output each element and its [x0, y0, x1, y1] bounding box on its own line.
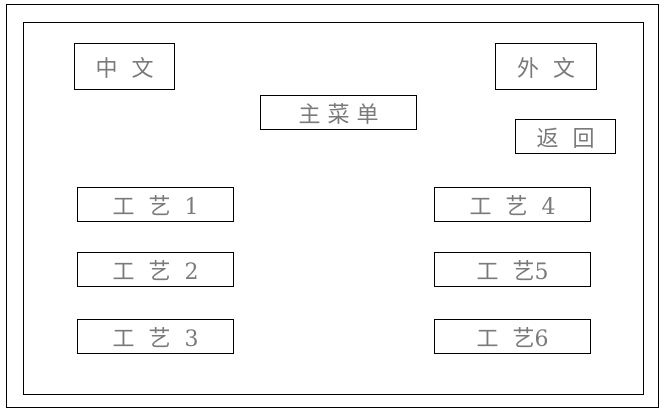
process-4-button[interactable]: 工 艺 4	[434, 187, 591, 222]
back-button[interactable]: 返 回	[515, 119, 616, 154]
foreign-language-button[interactable]: 外 文	[495, 43, 597, 90]
outer-frame	[6, 4, 659, 408]
screen-panel	[23, 22, 644, 395]
process-1-button[interactable]: 工 艺 1	[77, 187, 234, 222]
process-3-button[interactable]: 工 艺 3	[77, 319, 234, 354]
main-menu-title: 主 菜 单	[260, 95, 417, 130]
process-5-button[interactable]: 工 艺5	[434, 252, 591, 287]
chinese-language-button[interactable]: 中 文	[74, 43, 175, 90]
process-6-button[interactable]: 工 艺6	[434, 319, 591, 354]
process-2-button[interactable]: 工 艺 2	[77, 252, 234, 287]
